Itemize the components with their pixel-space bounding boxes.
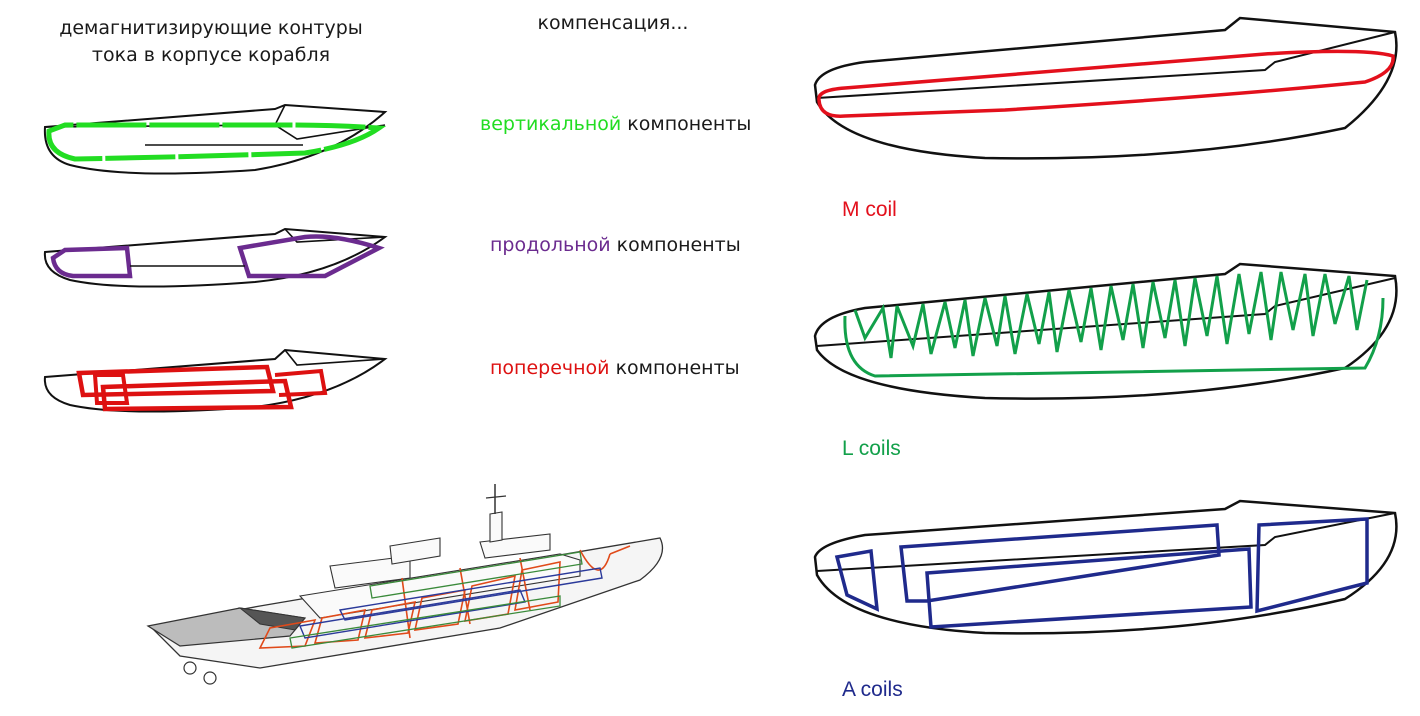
small-hull-longitudinal <box>43 227 388 288</box>
left-heading-line2: тока в корпусе корабля <box>91 44 331 66</box>
m-coil-hull <box>813 16 1398 160</box>
a-coils-hull <box>813 499 1398 635</box>
l-coils-label: L coils <box>842 437 901 460</box>
caption-vertical-word: вертикальной <box>480 113 622 135</box>
small-hull-transverse <box>43 348 388 413</box>
middle-heading: компенсация... <box>537 12 689 34</box>
a-coils-label: A coils <box>842 678 903 701</box>
caption-transverse: поперечной компоненты <box>490 357 740 380</box>
warship-illustration <box>146 484 664 685</box>
caption-transverse-word: поперечной <box>490 357 610 379</box>
caption-vertical: вертикальной компоненты <box>480 113 752 136</box>
caption-longitudinal-suffix: компоненты <box>616 234 741 256</box>
caption-vertical-suffix: компоненты <box>627 113 752 135</box>
small-hull-vertical <box>43 103 388 175</box>
caption-longitudinal: продольной компоненты <box>490 234 741 257</box>
caption-longitudinal-word: продольной <box>490 234 611 256</box>
l-coils-hull <box>813 262 1398 400</box>
caption-transverse-suffix: компоненты <box>615 357 740 379</box>
left-heading-line1: демагнитизирующие контуры <box>59 17 363 39</box>
m-coil-label: M coil <box>842 198 897 221</box>
